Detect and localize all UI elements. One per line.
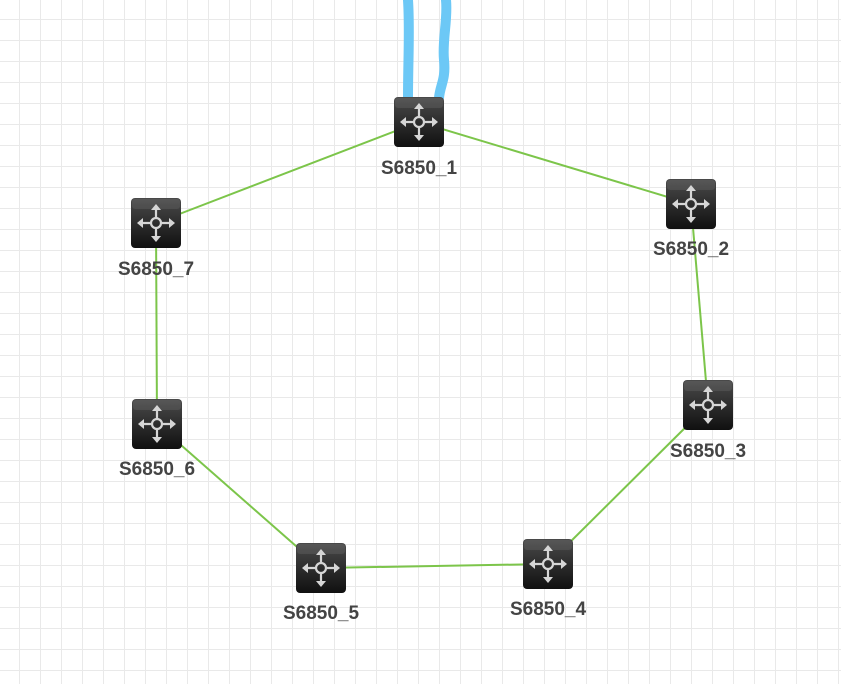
device-s1[interactable]: S6850_1: [381, 97, 458, 179]
layer3-switch-icon: [400, 103, 438, 141]
link-s1-s2[interactable]: [418, 121, 692, 205]
device-label: S6850_7: [118, 259, 194, 280]
layer3-switch-icon: [137, 204, 175, 242]
layer3-switch-icon: [672, 185, 710, 223]
layer3-switch-icon: [689, 386, 727, 424]
device-box: [523, 539, 573, 589]
link-s4-s5[interactable]: [320, 563, 549, 569]
device-box: [132, 399, 182, 449]
device-box: [296, 543, 346, 593]
device-box: [683, 380, 733, 430]
link-s7-s1[interactable]: [155, 121, 420, 224]
device-box: [666, 179, 716, 229]
device-label: S6850_5: [283, 603, 360, 624]
link-layer: [155, 121, 709, 569]
link-s2-s3[interactable]: [690, 203, 709, 406]
layer3-switch-icon: [302, 549, 340, 587]
device-label: S6850_2: [653, 239, 729, 260]
device-label: S6850_1: [381, 158, 458, 179]
device-label: S6850_6: [119, 459, 195, 480]
uplink-cable: [403, 0, 414, 103]
uplink-cable: [434, 0, 452, 103]
device-s7[interactable]: S6850_7: [118, 198, 194, 280]
link-s3-s4[interactable]: [547, 404, 709, 565]
device-s4[interactable]: S6850_4: [510, 539, 587, 620]
layer3-switch-icon: [138, 405, 176, 443]
uplink-layer: [403, 0, 452, 103]
device-box: [394, 97, 444, 147]
device-s3[interactable]: S6850_3: [670, 380, 746, 462]
link-s5-s6[interactable]: [156, 423, 322, 569]
device-s5[interactable]: S6850_5: [283, 543, 360, 624]
layer3-switch-icon: [529, 545, 567, 583]
device-s6[interactable]: S6850_6: [119, 399, 195, 480]
link-s6-s7[interactable]: [155, 222, 158, 425]
device-label: S6850_3: [670, 441, 746, 462]
device-label: S6850_4: [510, 599, 587, 620]
device-box: [131, 198, 181, 248]
device-s2[interactable]: S6850_2: [653, 179, 729, 260]
